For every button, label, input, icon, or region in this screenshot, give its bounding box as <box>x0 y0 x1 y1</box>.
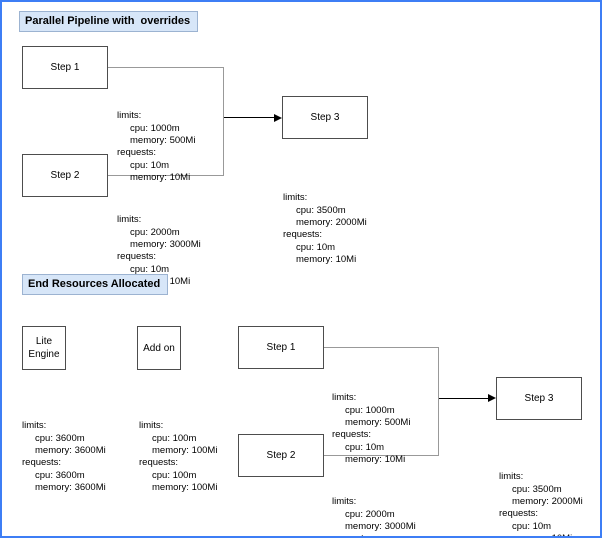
resource-line: cpu: 10m <box>345 441 385 453</box>
node-label: Lite Engine <box>28 336 60 360</box>
resource-line: requests: <box>22 457 62 469</box>
resource-line: limits: <box>332 496 357 508</box>
node-step1-bottom: Step 1 <box>238 326 324 369</box>
node-label: Add on <box>143 342 175 354</box>
resource-line: memory: 10Mi <box>345 454 406 466</box>
resource-line: memory: 2000Mi <box>512 496 583 508</box>
resource-line: memory: 10Mi <box>512 533 583 536</box>
node-step1-top: Step 1 <box>22 46 108 89</box>
resource-line: memory: 100Mi <box>152 482 218 494</box>
node-lite-engine: Lite Engine <box>22 326 66 370</box>
connector-step1-junction-top <box>108 66 224 69</box>
resource-line: memory: 2000Mi <box>296 217 367 229</box>
arrow-junction-step3-bottom <box>438 397 489 399</box>
connector-step2-junction-top <box>108 174 224 177</box>
resource-line: memory: 500Mi <box>130 135 196 147</box>
node-label: Step 3 <box>310 112 340 123</box>
node-label: Step 2 <box>50 170 80 181</box>
arrowhead-icon <box>274 113 282 122</box>
resource-line: requests: <box>117 147 157 159</box>
connector-junction-vertical-bottom <box>437 346 439 457</box>
resource-line: requests: <box>283 229 323 241</box>
node-label: Step 3 <box>524 393 554 404</box>
resource-line: limits: <box>117 110 142 122</box>
node-step2-top: Step 2 <box>22 154 108 197</box>
arrowhead-icon <box>488 394 496 403</box>
node-label: Step 1 <box>266 342 296 353</box>
resource-line: cpu: 10m <box>130 263 170 275</box>
node-step2-bottom: Step 2 <box>238 434 324 477</box>
arrow-junction-step3-top <box>223 116 275 119</box>
resource-line: limits: <box>139 420 164 432</box>
node-label: Step 1 <box>50 62 80 73</box>
section-title-end-resources: End Resources Allocated <box>22 274 169 295</box>
resource-line: memory: 10Mi <box>130 172 191 184</box>
resource-line: memory: 3000Mi <box>345 521 416 533</box>
node-add-on: Add on <box>137 326 181 370</box>
resource-line: requests: <box>332 533 416 536</box>
resource-line: limits: <box>283 192 308 204</box>
connector-step2-junction-bottom <box>324 454 439 457</box>
resource-line: limits: <box>22 420 47 432</box>
resource-line: memory: 10Mi <box>296 254 357 266</box>
resource-line: cpu: 3500m <box>296 204 346 216</box>
resource-line: requests: <box>117 251 157 263</box>
resource-line: memory: 3600Mi <box>35 482 106 494</box>
resource-line: limits: <box>332 392 357 404</box>
resource-line: cpu: 2000m <box>130 226 180 238</box>
resource-line: memory: 3000Mi <box>130 239 201 251</box>
resource-line: limits: <box>499 471 524 483</box>
resource-line: memory: 500Mi <box>345 417 411 429</box>
resource-line: requests: <box>499 508 539 520</box>
resource-line: cpu: 1000m <box>345 404 395 416</box>
resource-line: cpu: 10m <box>512 520 552 532</box>
node-step3-top: Step 3 <box>282 96 368 139</box>
resource-line: cpu: 3600m <box>35 469 85 481</box>
resource-line: cpu: 1000m <box>130 122 180 134</box>
node-label: Step 2 <box>266 450 296 461</box>
resource-line: cpu: 3600m <box>35 432 85 444</box>
connector-step1-junction-bottom <box>324 346 439 349</box>
resource-line: cpu: 10m <box>130 159 170 171</box>
connector-junction-vertical-top <box>222 66 224 177</box>
resource-line: requests: <box>332 429 372 441</box>
resource-line: memory: 3600Mi <box>35 445 106 457</box>
resource-line: cpu: 100m <box>152 469 197 481</box>
resource-line: memory: 100Mi <box>152 445 218 457</box>
resource-line: limits: <box>117 214 142 226</box>
node-step3-bottom: Step 3 <box>496 377 582 420</box>
section-title-parallel-pipeline: Parallel Pipeline with overrides <box>19 11 199 32</box>
resource-line: requests: <box>139 457 179 469</box>
resource-line: cpu: 3500m <box>512 483 562 495</box>
resource-line: cpu: 10m <box>296 241 336 253</box>
resource-line: cpu: 100m <box>152 432 197 444</box>
resource-line: cpu: 2000m <box>345 508 395 520</box>
